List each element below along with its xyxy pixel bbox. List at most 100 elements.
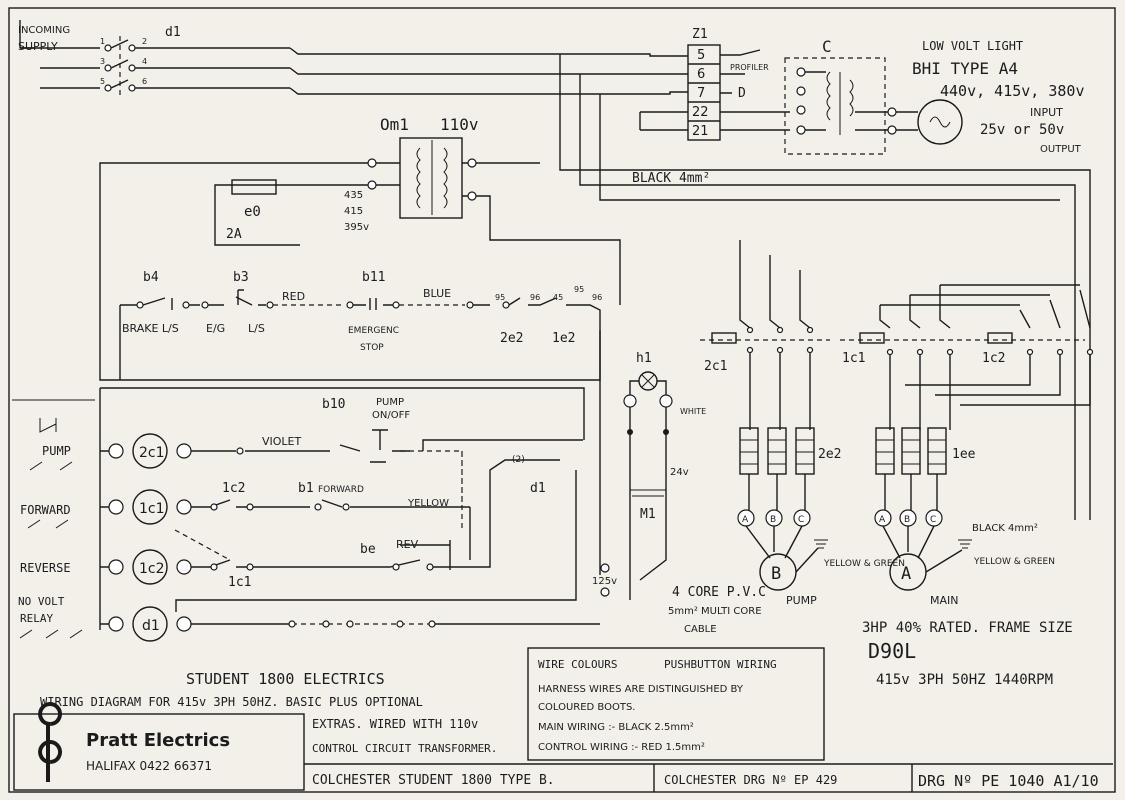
- contactor-1c2-label: 1c2: [982, 351, 1005, 366]
- pump-yg-label: YELLOW & GREEN: [823, 559, 905, 569]
- om1-label: Om1: [380, 115, 409, 134]
- contactor-1c1-label: 1c1: [842, 351, 865, 366]
- footer-model: COLCHESTER STUDENT 1800 TYPE B.: [312, 773, 555, 788]
- overload-left-label: 2e2: [818, 447, 841, 462]
- pump-motor-label: PUMP: [786, 594, 817, 607]
- contactor-1c1: [840, 285, 1085, 430]
- terminal-125v-b: [600, 587, 610, 597]
- main-term-b: B: [904, 515, 910, 525]
- iso-n4: 4: [142, 57, 147, 66]
- legend-contacts: [19, 418, 83, 639]
- estop-label-2: STOP: [360, 343, 384, 353]
- title-main: STUDENT 1800 ELECTRICS: [186, 670, 385, 688]
- lowvolt-input: INPUT: [1030, 106, 1063, 119]
- overload-right-label: 1ee: [952, 447, 976, 462]
- iso-n3: 3: [100, 57, 105, 66]
- wire-colours-head: WIRE COLOURS: [538, 658, 617, 671]
- eg-label: E/G: [206, 322, 225, 335]
- overload-heaters-pump: [739, 427, 815, 512]
- profiler-label: PROFILER: [730, 63, 769, 72]
- brake-ls-label: BRAKE L/S: [122, 322, 179, 335]
- spec-frame: D90L: [868, 639, 916, 663]
- main-motor-a: A: [901, 564, 911, 584]
- iso-n5: 5: [100, 77, 105, 86]
- h1-label: h1: [636, 351, 652, 366]
- c-label: C: [822, 37, 832, 56]
- cable-5mm: 5mm² MULTI CORE: [668, 606, 762, 617]
- ol-96a: 96: [530, 293, 540, 302]
- footer-drg-number: DRG Nº PE 1040 A1/10: [918, 772, 1099, 790]
- om1-tap-435: 435: [344, 190, 363, 201]
- pump-motor-b: B: [771, 564, 781, 584]
- wire-colours-l3: MAIN WIRING :- BLACK 2.5mm²: [538, 722, 694, 733]
- b10-label: b10: [322, 397, 345, 412]
- z1-term-6: 6: [697, 67, 705, 82]
- overload-heaters-main: [875, 427, 947, 512]
- cable-4core: 4 CORE P.V.C: [672, 585, 766, 600]
- isolator-label: d1: [165, 25, 181, 40]
- main-black-label: BLACK 4mm²: [972, 523, 1038, 534]
- cable-24v: 24v: [670, 467, 689, 478]
- coil-2c1-label: 2c1: [139, 445, 165, 461]
- supply-lines: [289, 47, 688, 95]
- b3-label: b3: [233, 270, 249, 285]
- pump-onoff-1: PUMP: [376, 397, 404, 408]
- cable-125v: 125v: [592, 576, 617, 587]
- legend-forward: FORWARD: [20, 503, 71, 517]
- contactor-2c1: [700, 240, 830, 430]
- legend-novolt-1: NO VOLT: [18, 595, 65, 608]
- yellow-wire-label: YELLOW: [407, 498, 449, 509]
- z1-wiring: [639, 49, 790, 131]
- forward-label: FORWARD: [318, 485, 364, 495]
- title-line-1: WIRING DIAGRAM FOR 415v 3PH 50HZ. BASIC …: [40, 695, 423, 709]
- d1-contact-num: (2): [512, 455, 525, 465]
- legend-pump: PUMP: [42, 444, 71, 458]
- z1-term-5: 5: [697, 48, 705, 63]
- main-motor-terminals: [874, 509, 972, 591]
- h1-white-label: WHITE: [680, 407, 706, 416]
- rev-label: REV: [396, 538, 419, 551]
- control-row: [119, 239, 621, 575]
- pump-onoff-2: ON/OFF: [372, 410, 410, 421]
- main-term-c: C: [930, 515, 936, 525]
- pump-term-a: A: [742, 515, 749, 525]
- black-4mm-label: BLACK 4mm²: [632, 171, 710, 186]
- fuse-sub: 2A: [226, 227, 242, 242]
- main-motor-label: MAIN: [930, 594, 959, 607]
- wire-colours-l2: COLOURED BOOTS.: [538, 702, 635, 713]
- coil-1c1-label: 1c1: [139, 501, 165, 517]
- footer-rules: [304, 763, 1113, 792]
- sheet-border: [8, 7, 1116, 793]
- iso-n1: 1: [100, 37, 105, 46]
- lowvolt-output: OUTPUT: [1040, 144, 1082, 155]
- z1-label: Z1: [692, 27, 708, 42]
- z1-term-7: 7: [697, 86, 705, 101]
- cable-label: CABLE: [684, 624, 717, 635]
- coil-d1-label: d1: [142, 618, 160, 634]
- pushbutton-wiring-head: PUSHBUTTON WIRING: [664, 658, 777, 671]
- lowvolt-title: LOW VOLT LIGHT: [922, 39, 1023, 53]
- overload-2e2-label: 2e2: [500, 331, 523, 346]
- lowvolt-volts: 440v, 415v, 380v: [940, 82, 1085, 100]
- b4-label: b4: [143, 270, 159, 285]
- title-line-2: EXTRAS. WIRED WITH 110v: [312, 717, 478, 731]
- d1-contact-label: d1: [530, 481, 546, 496]
- blue-wire-label: BLUE: [423, 287, 451, 300]
- iso-n6: 6: [142, 77, 147, 86]
- om1-110v: 110v: [440, 115, 479, 134]
- ol-95a: 95: [495, 293, 505, 302]
- legend-reverse: REVERSE: [20, 561, 71, 575]
- aux-1c2-label: 1c2: [222, 481, 245, 496]
- red-wire-label: RED: [282, 290, 305, 303]
- title-line-3: CONTROL CIRCUIT TRANSFORMER.: [312, 742, 497, 755]
- main-term-a: A: [879, 515, 886, 525]
- iso-n2: 2: [142, 37, 147, 46]
- wire-colours-box: [527, 647, 825, 761]
- ol-96b: 96: [592, 293, 602, 302]
- lowvolt-output-v: 25v or 50v: [980, 122, 1064, 138]
- overload-1e2-label: 1e2: [552, 331, 575, 346]
- m1-label: M1: [640, 507, 656, 522]
- ls-label: L/S: [248, 322, 265, 335]
